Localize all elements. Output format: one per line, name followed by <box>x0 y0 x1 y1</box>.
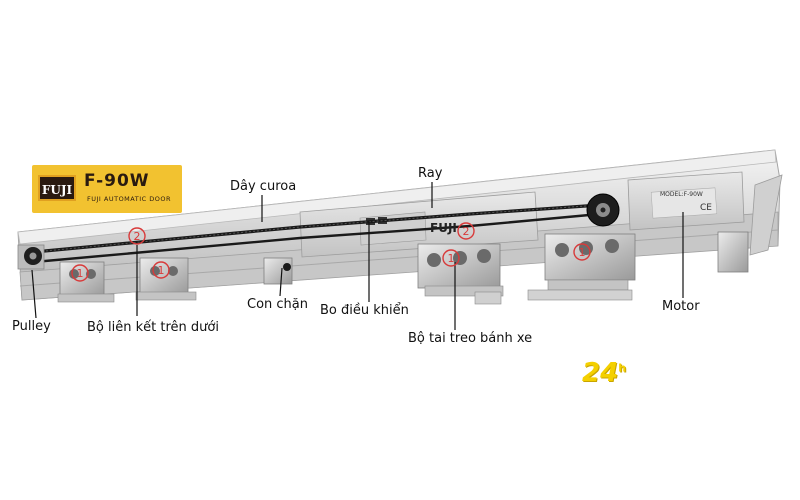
watermark-sup: h <box>618 361 627 375</box>
ce-mark: CE <box>700 203 712 213</box>
label-pulley: Pulley <box>12 319 51 334</box>
label-motor: Motor <box>662 299 700 314</box>
marker-1-a: 1 <box>71 264 89 282</box>
drive-belt <box>33 203 601 264</box>
svg-text:1: 1 <box>158 264 165 277</box>
logo-model: F-90W <box>84 171 150 191</box>
fuji-logo: FUJI F-90W FUJI AUTOMATIC DOOR <box>32 165 182 213</box>
svg-text:1: 1 <box>448 252 455 265</box>
marker-2-b: 2 <box>457 222 475 240</box>
watermark-main: 24 <box>582 358 619 388</box>
motor-plate-text: MODEL:F-90W <box>660 191 703 198</box>
stopper-block <box>263 257 293 285</box>
svg-text:2: 2 <box>463 225 470 238</box>
label-stopper: Con chặn <box>247 297 308 312</box>
svg-text:1: 1 <box>579 246 586 259</box>
label-controller: Bo điều khiển <box>320 303 409 318</box>
label-link-set: Bộ liên kết trên dưới <box>87 320 219 335</box>
marker-1-d: 1 <box>573 243 591 261</box>
hanger-assembly-3 <box>417 243 504 305</box>
logo-brand: FUJI <box>38 175 76 201</box>
marker-group: 1 1 2 1 2 1 <box>71 222 591 282</box>
label-belt: Dây curoa <box>230 179 297 194</box>
label-rail: Ray <box>418 166 443 181</box>
motor-pulley <box>586 193 620 227</box>
marker-2-a: 2 <box>128 227 146 245</box>
marker-1-c: 1 <box>442 249 460 267</box>
device-brand-text: FUJI <box>430 221 457 235</box>
logo-tagline: FUJI AUTOMATIC DOOR <box>87 195 171 203</box>
hanger-assembly-2 <box>135 257 197 301</box>
watermark-24h: 24h <box>582 358 626 388</box>
marker-1-b: 1 <box>152 261 170 279</box>
svg-text:1: 1 <box>77 267 84 280</box>
left-pulley <box>17 244 45 270</box>
label-hanger: Bộ tai treo bánh xe <box>408 331 533 346</box>
motor-housing <box>627 171 745 231</box>
leader-lines <box>31 182 684 330</box>
svg-text:2: 2 <box>134 230 141 243</box>
end-bracket <box>717 231 749 273</box>
